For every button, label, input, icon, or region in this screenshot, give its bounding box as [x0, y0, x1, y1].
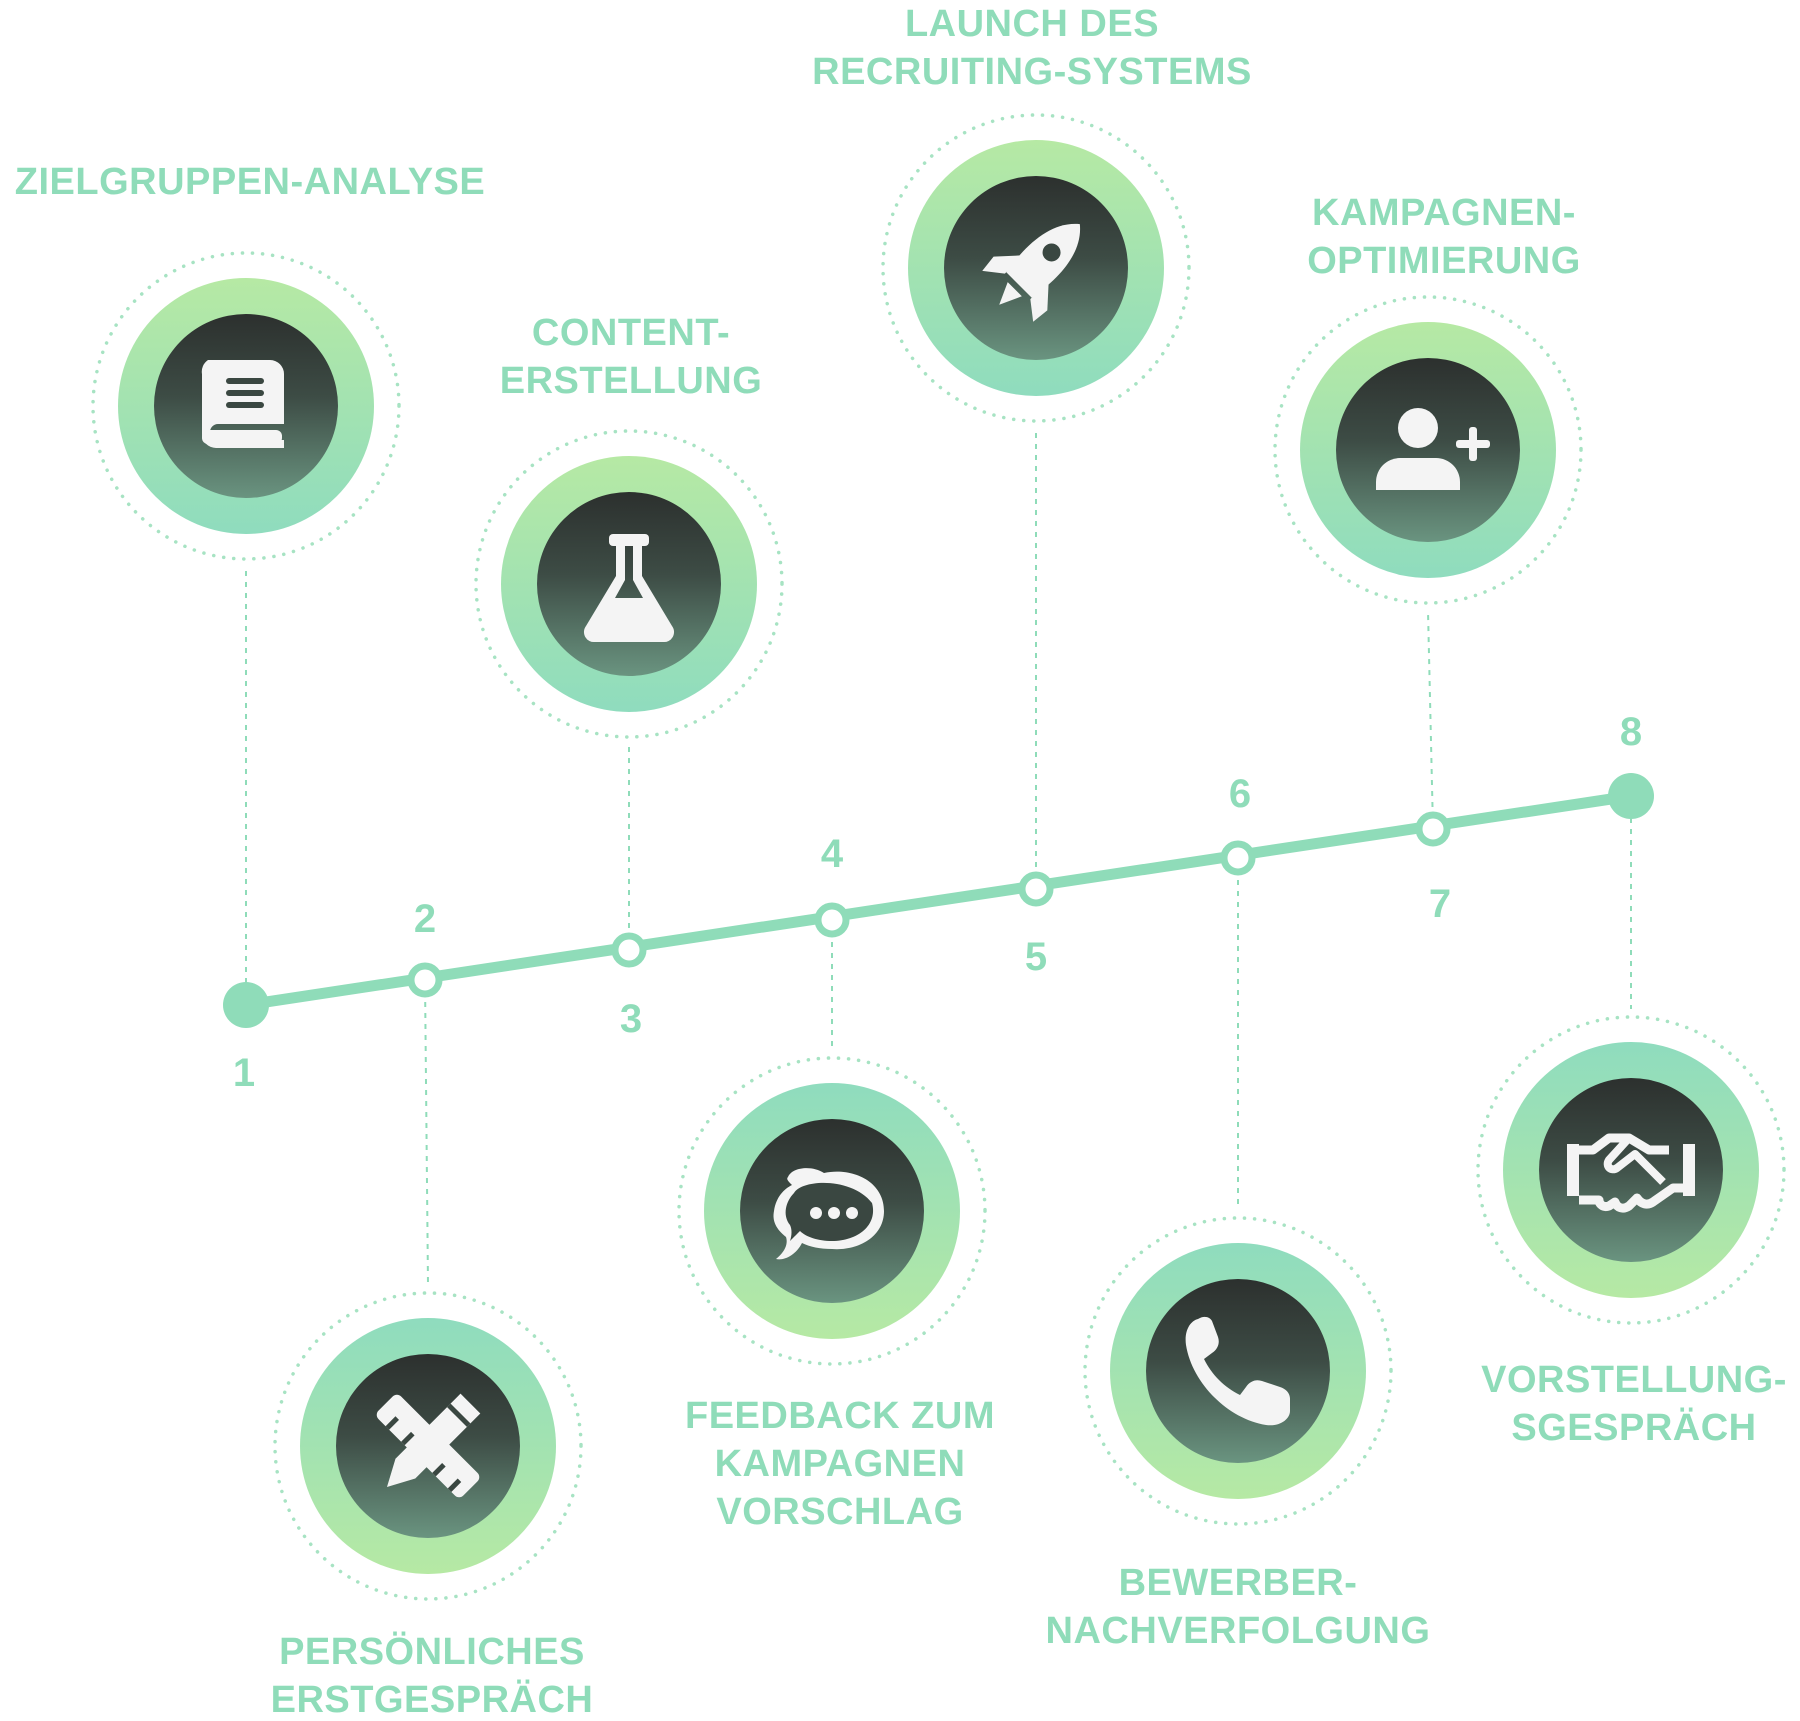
node-marker-8 [1608, 773, 1654, 819]
badge-core [1146, 1279, 1330, 1463]
step-label-line: ERSTELLUNG [500, 360, 763, 402]
dotted-halo [881, 113, 1191, 423]
timeline-layer [223, 773, 1654, 1028]
step-number-3: 3 [620, 997, 642, 1041]
book-icon [201, 360, 284, 448]
node-marker-6 [1220, 840, 1256, 876]
step-badge-5 [881, 113, 1191, 423]
node-marker-5 [1018, 871, 1054, 907]
step-label-line: FEEDBACK ZUM [685, 1395, 995, 1437]
step-number-8: 8 [1620, 710, 1642, 754]
step-badge-1 [91, 251, 401, 561]
dotted-halo [677, 1056, 987, 1366]
step-label-line: CONTENT- [532, 312, 730, 354]
chat-bubble-icon [773, 1168, 884, 1260]
step-badge-2 [273, 1291, 583, 1601]
step-label-line: SGESPRÄCH [1511, 1406, 1756, 1449]
step-label-line: KAMPAGNEN- [1312, 192, 1576, 234]
step-label-2: PERSÖNLICHES ERSTGESPRÄCH [271, 1630, 594, 1721]
step-badge-8 [1476, 1015, 1786, 1325]
connector-line-7 [1427, 610, 1434, 830]
badge-core [1539, 1078, 1723, 1262]
step-label-line: OPTIMIERUNG [1307, 240, 1581, 282]
step-label-line: VORSTELLUNG- [1481, 1359, 1787, 1401]
dotted-halo [474, 429, 784, 739]
node-marker-3 [611, 932, 647, 968]
dotted-halo [1273, 295, 1583, 605]
step-label-line: ZIELGRUPPEN-ANALYSE [15, 161, 486, 203]
dotted-halo [1476, 1015, 1786, 1325]
step-label-line: RECRUITING-SYSTEMS [812, 51, 1252, 93]
dotted-halo [1083, 1216, 1393, 1526]
step-label-line: BEWERBER- [1119, 1562, 1358, 1604]
badge-core [1336, 358, 1520, 542]
step-label-7: KAMPAGNEN- OPTIMIERUNG [1307, 192, 1581, 282]
node-marker-1 [223, 982, 269, 1028]
step-label-line: LAUNCH DES [905, 3, 1159, 45]
step-label-line: ERSTGESPRÄCH [271, 1678, 594, 1721]
step-label-4: FEEDBACK ZUM KAMPAGNEN VORSCHLAG [685, 1395, 995, 1533]
badge-core [537, 492, 721, 676]
node-marker-2 [407, 962, 443, 998]
step-number-2: 2 [414, 897, 436, 941]
step-label-line: NACHVERFOLGUNG [1046, 1610, 1431, 1652]
step-label-line: VORSCHLAG [716, 1491, 963, 1533]
timeline-line [240, 790, 1637, 1011]
step-label-3: CONTENT- ERSTELLUNG [500, 312, 763, 402]
handshake-icon [1567, 1133, 1695, 1213]
step-number-7: 7 [1429, 882, 1451, 926]
badge-layer [91, 113, 1786, 1601]
flask-icon [583, 534, 675, 643]
node-marker-7 [1415, 811, 1451, 847]
step-number-6: 6 [1229, 772, 1251, 816]
connector-layer [245, 429, 1632, 1286]
step-label-line: KAMPAGNEN [715, 1443, 966, 1485]
connector-line-2 [424, 979, 429, 1286]
step-number-1: 1 [233, 1051, 255, 1095]
step-label-8: VORSTELLUNG- SGESPRÄCH [1481, 1359, 1787, 1449]
step-badge-4 [677, 1056, 987, 1366]
add-user-icon [1376, 408, 1490, 490]
step-label-6: BEWERBER- NACHVERFOLGUNG [1046, 1562, 1431, 1652]
step-badge-6 [1083, 1216, 1393, 1526]
pencil-ruler-icon [376, 1393, 481, 1498]
rocket-icon [982, 224, 1080, 322]
phone-icon [1185, 1316, 1290, 1426]
step-label-1: ZIELGRUPPEN-ANALYSE [15, 161, 486, 203]
step-badge-7 [1273, 295, 1583, 605]
step-label-5: LAUNCH DES RECRUITING-SYSTEMS [812, 3, 1252, 93]
dotted-halo [91, 251, 401, 561]
step-badge-3 [474, 429, 784, 739]
step-number-5: 5 [1025, 935, 1047, 979]
node-marker-4 [814, 902, 850, 938]
step-number-4: 4 [821, 832, 844, 876]
step-label-line: PERSÖNLICHES [279, 1630, 585, 1673]
dotted-halo [273, 1291, 583, 1601]
